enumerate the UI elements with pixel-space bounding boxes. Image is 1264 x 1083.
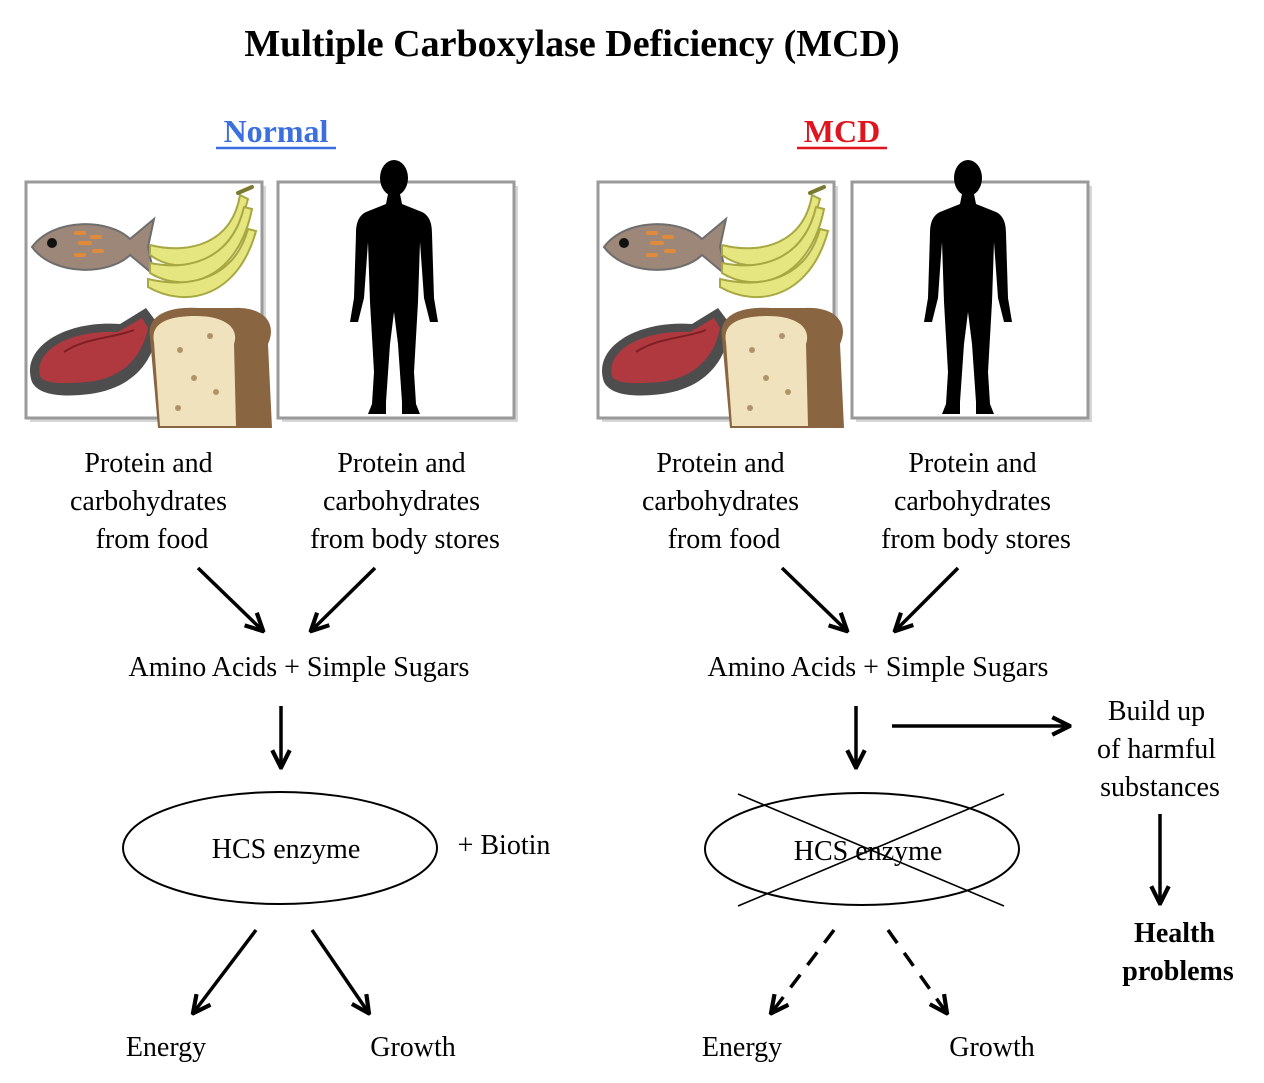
normal-food-arrow — [196, 566, 262, 630]
mcd-heading: MCD — [804, 113, 880, 149]
normal-enzyme-ellipse — [122, 791, 438, 905]
normal-body-label: Protein and carbohydrates from body stor… — [310, 448, 500, 555]
normal-energy-label: Energy — [126, 1032, 206, 1063]
mcd-energy-dashed-arrow — [772, 928, 836, 1012]
mcd-growth-dashed-arrow — [886, 928, 946, 1012]
mcd-body-arrow — [896, 566, 960, 630]
mcd-food-arrow — [780, 566, 846, 630]
mcd-growth-label: Growth — [949, 1032, 1035, 1063]
mcd-enzyme-cross-line — [737, 793, 1005, 907]
bread-icon — [721, 307, 844, 428]
diagram-title: Multiple Carboxylase Deficiency (MCD) — [244, 23, 899, 65]
mcd-body-label: Protein and carbohydrates from body stor… — [881, 448, 1071, 555]
mcd-health-label: Health problems — [1122, 918, 1234, 987]
normal-growth-arrow — [310, 929, 368, 1012]
normal-growth-label: Growth — [370, 1032, 456, 1063]
mcd-buildup-label: Build up of harmful substances — [1097, 696, 1223, 803]
normal-body-arrow — [312, 566, 377, 630]
mcd-energy-label: Energy — [702, 1032, 782, 1063]
normal-enzyme-label: HCS enzyme — [212, 834, 361, 865]
normal-energy-arrow — [194, 928, 258, 1012]
normal-products-label: Amino Acids + Simple Sugars — [129, 652, 470, 683]
normal-heading: Normal — [224, 113, 329, 149]
mcd-food-label: Protein and carbohydrates from food — [642, 448, 806, 555]
bread-icon — [149, 307, 272, 428]
normal-food-label: Protein and carbohydrates from food — [70, 448, 234, 555]
mcd-products-label: Amino Acids + Simple Sugars — [708, 652, 1049, 683]
normal-biotin-label: + Biotin — [458, 830, 551, 861]
